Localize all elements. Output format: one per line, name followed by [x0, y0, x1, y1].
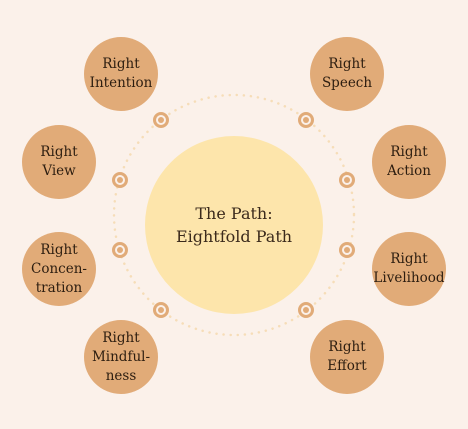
center-title-line-1: The Path:: [195, 204, 273, 223]
node-label-line: Action: [387, 163, 431, 179]
orbit-marker-icon: [339, 242, 355, 258]
node-label-line: Livelihood: [373, 270, 445, 286]
node-label-line: Right: [328, 56, 366, 72]
node-label-line: Right: [40, 144, 78, 160]
node-label-line: Mindful-: [91, 348, 151, 365]
node-right-effort: Right Effort: [310, 320, 384, 394]
node-label-line: Right: [390, 251, 428, 267]
node-label-line: Intention: [89, 75, 153, 91]
center-title-line-2: Eightfold Path: [175, 227, 293, 246]
orbit-marker-icon: [153, 302, 169, 318]
node-label-line: ness: [105, 367, 137, 384]
node-label-line: Right: [328, 339, 366, 355]
node-label-line: Concen-: [31, 260, 87, 277]
node-right-livelihood: Right Livelihood: [372, 232, 446, 306]
orbit-marker-icon: [298, 302, 314, 318]
node-label-line: Right: [102, 56, 140, 72]
node-label-line: Right: [40, 241, 78, 258]
node-label-line: Effort: [327, 358, 367, 374]
node-label-line: Right: [102, 329, 140, 346]
orbit-marker-icon: [339, 172, 355, 188]
node-label-line: View: [42, 163, 76, 179]
node-right-action: Right Action: [372, 125, 446, 199]
node-right-speech: Right Speech: [310, 37, 384, 111]
node-right-intention: Right Intention: [84, 37, 158, 111]
node-label-line: tration: [35, 279, 83, 296]
node-label-line: Right: [390, 144, 428, 160]
orbit-marker-icon: [153, 112, 169, 128]
center-hub: The Path: Eightfold Path: [145, 136, 323, 314]
node-right-mindfulness: Right Mindful- ness: [84, 320, 158, 394]
node-right-view: Right View: [22, 125, 96, 199]
orbit-marker-icon: [112, 172, 128, 188]
node-right-concentration: Right Concen- tration: [22, 232, 96, 306]
orbit-marker-icon: [298, 112, 314, 128]
orbit-marker-icon: [112, 242, 128, 258]
node-label-line: Speech: [321, 75, 373, 91]
